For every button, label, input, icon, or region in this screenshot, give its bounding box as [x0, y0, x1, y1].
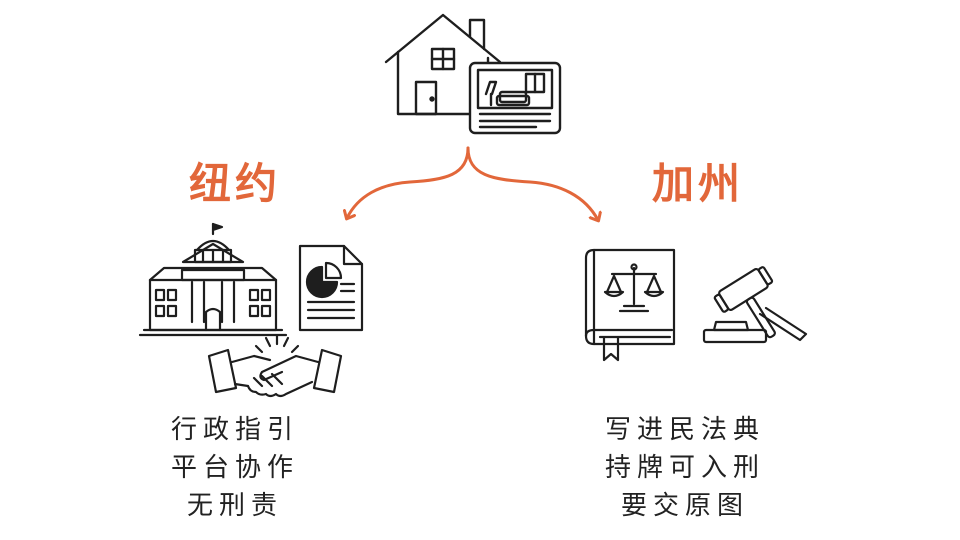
left-description-line: 行政指引 [170, 415, 299, 445]
right-description: 写进民法典 持牌可入刑 要交原图 [580, 411, 790, 525]
government-building-icon [138, 222, 288, 337]
right-description-line: 持牌可入刑 [604, 453, 765, 483]
pie-chart-document-icon [298, 244, 364, 332]
branch-label-left: 纽约 [189, 159, 282, 208]
arrow-to-right [466, 146, 598, 220]
left-description-line: 平台协作 [170, 453, 299, 483]
handshake-icon [207, 334, 343, 398]
left-description-line: 无刑责 [186, 491, 283, 521]
gavel-icon [702, 266, 808, 344]
right-description-line: 写进民法典 [604, 415, 765, 445]
branch-label-right: 加州 [652, 159, 745, 208]
right-description-line: 要交原图 [620, 491, 749, 521]
law-book-scales-icon [584, 248, 676, 362]
house-icon [384, 13, 502, 116]
left-description: 行政指引 平台协作 无刑责 [150, 411, 320, 525]
arrow-to-left [347, 146, 470, 218]
interior-photo-icon [468, 61, 562, 135]
